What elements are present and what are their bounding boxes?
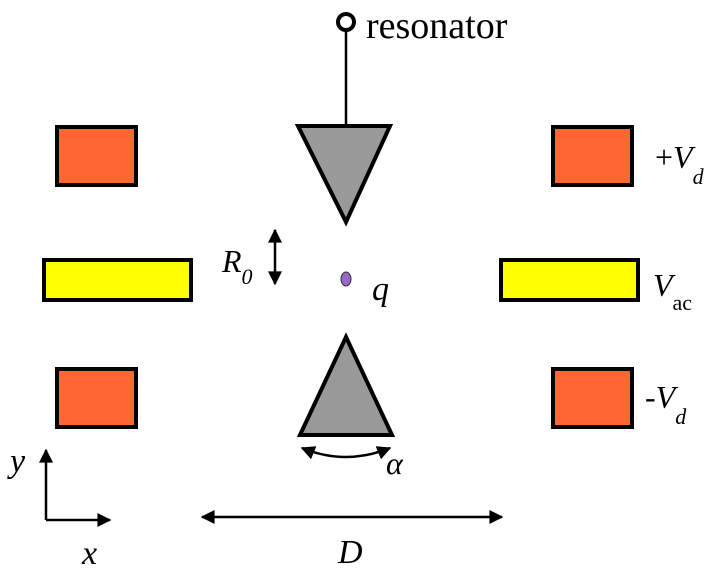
- upper-tip: [294, 124, 394, 227]
- lower-tip: [296, 332, 396, 437]
- charge-label: q: [372, 271, 389, 308]
- r0-label: R0: [221, 243, 253, 289]
- dc-electrode-top-right: [551, 125, 634, 187]
- vac-label: Vac: [653, 267, 692, 315]
- dc-electrode-bottom-right: [551, 367, 634, 429]
- trapped-charge: [340, 271, 352, 287]
- resonator-terminal: [336, 12, 356, 32]
- dc-electrode-bottom-left: [55, 367, 138, 429]
- y-axis-label: y: [7, 443, 26, 480]
- dc-electrode-top-left: [55, 125, 138, 187]
- ac-electrode-right: [499, 258, 640, 302]
- resonator-label: resonator: [366, 5, 508, 47]
- ac-electrode-left: [42, 258, 193, 302]
- plus-vd-label: +Vd: [655, 139, 705, 189]
- x-axis-label: x: [81, 535, 97, 572]
- separation-label: D: [337, 534, 363, 571]
- alpha-arc-arrow: [300, 446, 392, 460]
- minus-vd-label: -Vd: [645, 379, 687, 429]
- alpha-label: α: [386, 445, 404, 481]
